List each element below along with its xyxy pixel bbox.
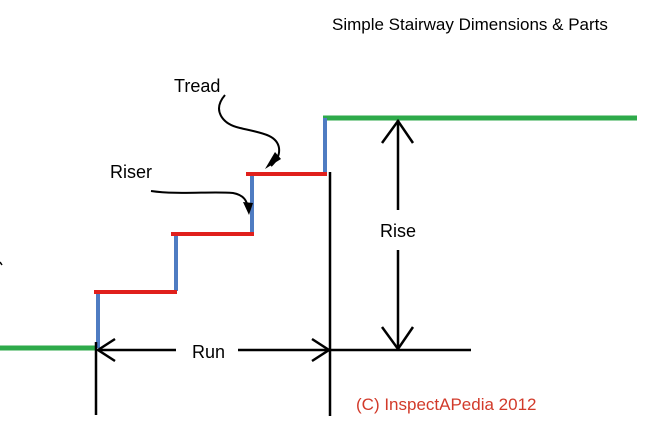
run-arrowhead-left <box>95 337 116 363</box>
riser-callout-line <box>150 190 249 209</box>
tread-callout-arrowhead <box>265 152 281 169</box>
edge-mark <box>0 261 3 266</box>
tread-label: Tread <box>174 76 220 96</box>
run-label: Run <box>192 342 225 362</box>
rise-label: Rise <box>380 221 416 241</box>
riser-label: Riser <box>110 162 152 182</box>
riser-callout-arrowhead <box>243 202 253 215</box>
tread-callout-line <box>218 94 281 167</box>
rise-arrowhead-top <box>380 118 415 144</box>
copyright-text: (C) InspectAPedia 2012 <box>356 395 537 414</box>
run-arrowhead-right <box>311 337 332 363</box>
rise-arrowhead-bottom <box>380 326 415 352</box>
diagram-title: Simple Stairway Dimensions & Parts <box>332 15 608 34</box>
